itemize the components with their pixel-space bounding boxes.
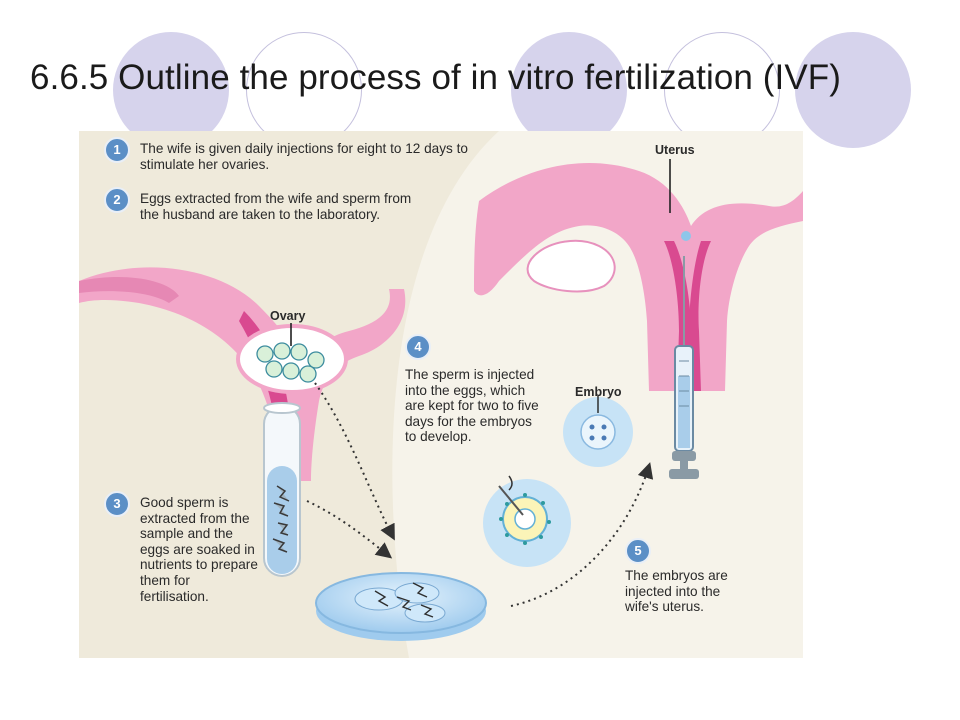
- ovary-label: Ovary: [270, 309, 306, 323]
- step-5-text: The embryos are injected into the wife's…: [625, 568, 728, 615]
- sperm-injection-illustration: [483, 475, 571, 567]
- step-1-text: The wife is given daily injections for e…: [140, 141, 468, 172]
- step-3-badge: 3: [104, 491, 130, 517]
- step-1-badge: 1: [104, 137, 130, 163]
- embryo-label: Embryo: [575, 385, 622, 399]
- embryo-illustration: [563, 395, 633, 467]
- uterus-label: Uterus: [655, 143, 695, 157]
- step-4-text: The sperm is injected into the eggs, whi…: [405, 367, 539, 445]
- step-2-badge: 2: [104, 187, 130, 213]
- step-5-badge: 5: [625, 538, 651, 564]
- step-4-badge: 4: [405, 334, 431, 360]
- ivf-diagram: 1 2 3 4 5 The wife is given daily inject…: [79, 131, 803, 658]
- step-3-text: Good sperm is extracted from the sample …: [140, 495, 258, 604]
- step-2-text: Eggs extracted from the wife and sperm f…: [140, 191, 412, 222]
- ivf-illustration: [79, 131, 803, 658]
- syringe-illustration: [669, 256, 699, 479]
- decorative-circle: [113, 32, 229, 148]
- decorative-circle: [795, 32, 911, 148]
- slide-title: 6.6.5 Outline the process of in vitro fe…: [30, 58, 842, 97]
- petri-dish-illustration: [315, 572, 487, 641]
- decorative-circle: [511, 32, 627, 148]
- test-tube-illustration: [263, 402, 301, 577]
- decorative-circle: [664, 32, 780, 148]
- flow-arrows: [306, 382, 654, 607]
- decorative-circle: [246, 32, 362, 148]
